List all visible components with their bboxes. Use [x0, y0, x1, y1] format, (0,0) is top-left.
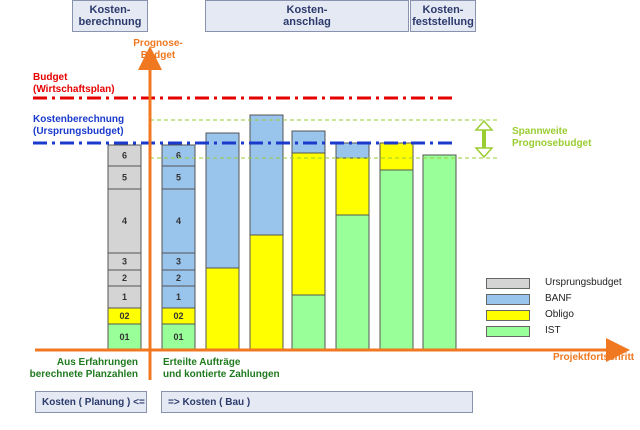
bar-2-banf	[205, 132, 240, 269]
bottom-right-text: Erteilte Aufträge und kontierte Zahlunge…	[163, 357, 280, 380]
bar-0-segment-label-2: 2	[122, 273, 127, 283]
bar-5-banf	[335, 142, 370, 159]
bar-5-ist	[335, 214, 370, 351]
bar-1-segment-01	[161, 323, 196, 351]
bar-1-segment-label-5: 5	[176, 173, 181, 183]
bar-7-ist	[422, 154, 457, 351]
legend-label-banf: BANF	[545, 293, 572, 304]
budget-label: Budget (Wirtschaftsplan)	[33, 72, 115, 95]
bar-3-banf	[249, 114, 284, 236]
bar-0-segment-label-02: 02	[119, 311, 129, 321]
bar-4-obligo	[291, 152, 326, 296]
legend-label-obligo: Obligo	[545, 309, 574, 320]
kosten-bau-box: => Kosten ( Bau )	[161, 391, 473, 413]
bar-1-segment-label-1: 1	[176, 292, 181, 302]
bar-0-segment-6	[107, 144, 142, 167]
bar-1-segment-label-2: 2	[176, 273, 181, 283]
legend-swatch-banf	[486, 294, 530, 305]
bar-4-ist	[291, 294, 326, 351]
bar-6-ist	[379, 169, 414, 351]
spannweite-arrow	[474, 119, 494, 159]
bar-0-segment-01	[107, 323, 142, 351]
bar-1-segment-label-6: 6	[176, 151, 181, 161]
phase-kostenanschlag: Kosten- anschlag	[205, 0, 409, 32]
phase-kostenberechnung: Kosten- berechnung	[72, 0, 148, 32]
bar-2-obligo	[205, 267, 240, 351]
bar-5-obligo	[335, 157, 370, 216]
bar-0-segment-label-3: 3	[122, 257, 127, 267]
bar-0-segment-label-5: 5	[122, 173, 127, 183]
legend-label-ist: IST	[545, 325, 561, 336]
bar-1-segment-label-01: 01	[173, 332, 183, 342]
bar-0-segment-4	[107, 188, 142, 254]
legend-swatch-obligo	[486, 310, 530, 321]
bar-0-segment-label-6: 6	[122, 151, 127, 161]
bar-1-segment-6	[161, 144, 196, 167]
bar-1-segment-label-4: 4	[176, 216, 181, 226]
bar-3-obligo	[249, 234, 284, 351]
legend-swatch-ist	[486, 326, 530, 337]
kosten-planung-box: Kosten ( Planung ) <=	[35, 391, 147, 413]
bar-1-segment-4	[161, 188, 196, 254]
bar-1-segment-label-3: 3	[176, 257, 181, 267]
bar-0-segment-label-01: 01	[119, 332, 129, 342]
bottom-left-text: Aus Erfahrungen berechnete Planzahlen	[29, 357, 138, 380]
bars-group: 01 02 1 2 3 4 5 6 01 02 1 2 3 4 5 6	[107, 114, 457, 351]
bar-6-obligo	[379, 142, 414, 171]
spannweite-label: Spannweite Prognosebudget	[512, 126, 592, 149]
legend-swatch-ursprungsbudget	[486, 278, 530, 289]
bar-0-segment-label-4: 4	[122, 216, 127, 226]
bar-1-segment-label-02: 02	[173, 311, 183, 321]
kostenberechnung-label: Kostenberechnung (Ursprungsbudget)	[33, 114, 125, 137]
legend-label-ursprungsbudget: Ursprungsbudget	[545, 277, 622, 288]
x-axis-label: Projektfortschritt	[553, 352, 635, 363]
bar-0-segment-label-1: 1	[122, 292, 127, 302]
phase-kostenfeststellung: Kosten- feststellung	[410, 0, 476, 32]
